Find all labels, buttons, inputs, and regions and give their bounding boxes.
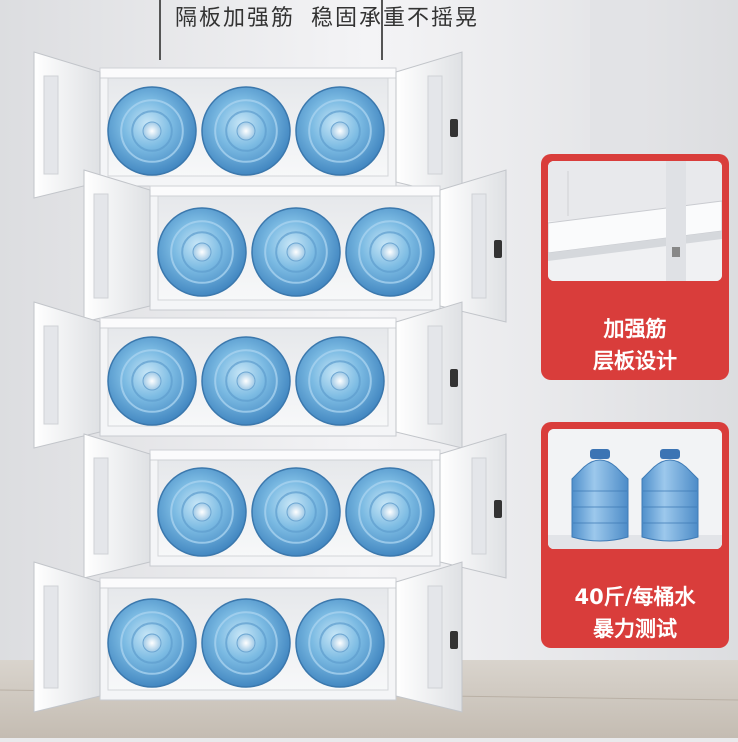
cabinet-unit [33,561,463,713]
cabinet-unit [83,169,507,323]
feature-card-shelf: 加强筋 层板设计 [541,154,729,380]
feature-card-shelf-line2: 层板设计 [593,349,677,373]
feature-card-load-test-line2: 暴力测试 [593,617,677,641]
water-jug [641,449,699,542]
feature-card-shelf-line1: 加强筋 [603,317,667,341]
shelf-closeup-image [548,161,722,281]
water-jug [571,449,629,542]
headline-part1: 隔板加强筋 [175,6,296,31]
headline-part2: 稳固承重不摇晃 [311,6,480,31]
cabinet-unit [33,301,463,449]
water-jug-image [548,429,722,549]
feature-card-load-test-line1: 40斤/每桶水 [574,585,696,609]
feature-card-load-test: 40斤/每桶水 暴力测试 [541,422,729,648]
cabinet-unit [33,51,463,199]
headline: 隔板加强筋稳固承重不摇晃 [175,2,575,36]
cabinet-unit [83,433,507,579]
